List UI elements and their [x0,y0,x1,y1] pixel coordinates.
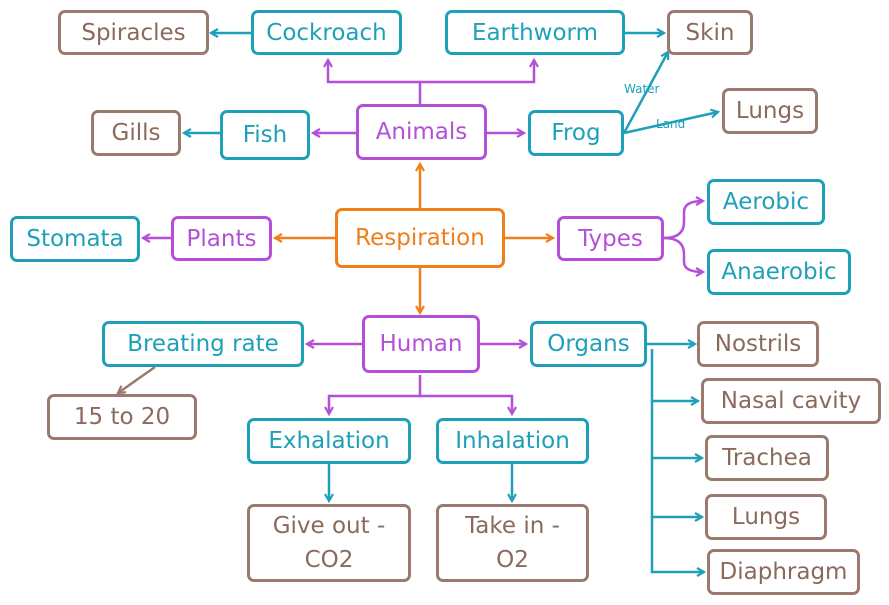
node-earthworm: Earthworm [445,10,625,55]
node-organs: Organs [530,321,647,367]
edge-frog-lungs [623,112,718,135]
node-gills: Gills [91,110,181,156]
node-aerobic: Aerobic [707,179,825,225]
node-cockroach: Cockroach [251,10,402,55]
node-give-out: Give out - CO2 [247,504,411,582]
node-trachea: Trachea [705,435,829,481]
node-respiration: Respiration [335,208,505,268]
node-types: Types [557,216,664,261]
edge-animals-cockroach [328,60,422,104]
node-breathing-rate: Breating rate [102,321,304,367]
edge-human-exhalation [329,375,422,414]
edge-types-anaerobic [663,236,703,272]
edge-label-water: Water [624,82,660,96]
edge-organs-trachea [650,401,702,458]
edge-label-land: Land [656,117,686,131]
node-fish: Fish [220,110,310,160]
node-anaerobic: Anaerobic [707,249,851,295]
node-stomata: Stomata [10,216,140,262]
edge-types-aerobic [663,201,703,240]
node-breathing-rate-value: 15 to 20 [47,394,197,440]
edge-human-inhalation [420,394,512,414]
node-diaphragm: Diaphragm [707,549,860,595]
edge-frog-skin [622,52,668,134]
node-nasal-cavity: Nasal cavity [701,378,881,424]
node-exhalation: Exhalation [247,418,411,464]
edge-animals-earthworm [420,60,534,84]
node-take-in: Take in - O2 [436,504,589,582]
edge-organs-diaphragm [650,517,704,572]
node-lungs-frog: Lungs [722,88,818,134]
node-skin: Skin [667,10,753,55]
node-nostrils: Nostrils [697,321,819,367]
node-frog: Frog [528,110,624,156]
node-spiracles: Spiracles [58,10,209,55]
node-inhalation: Inhalation [436,418,589,464]
node-plants: Plants [171,216,272,261]
node-lungs-human: Lungs [705,494,827,540]
edge-organs-lungs [650,458,702,517]
node-animals: Animals [356,104,487,160]
node-human: Human [362,315,480,373]
edge-breathing-value [118,365,156,393]
edge-organs-nasal [650,349,698,401]
